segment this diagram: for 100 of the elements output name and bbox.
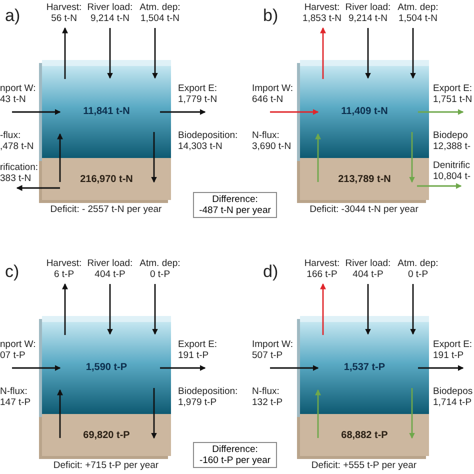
- arrow: [365, 284, 371, 335]
- flux-value: 404 t-P: [94, 269, 126, 280]
- flux-name: Atm. dep:: [140, 2, 180, 13]
- sediment-stock: 213,789 t-N: [337, 174, 392, 185]
- flux-value: 132 t-P: [252, 397, 283, 408]
- flux-name: nport W:: [0, 339, 36, 350]
- flux-name: Harvest:: [46, 2, 82, 13]
- difference-value: -160 t-P per year: [198, 455, 272, 466]
- flux-value: 12,388 t-: [433, 141, 470, 152]
- flux-value: 10,804 t-: [433, 171, 470, 182]
- flux-name: Harvest:: [304, 2, 340, 13]
- flux-name: Harvest:: [304, 258, 340, 269]
- flux-name: N-flux:: [252, 130, 280, 141]
- water-layer: [300, 60, 429, 158]
- flux-value: 191 t-P: [178, 350, 209, 361]
- sediment-stock: 69,820 t-P: [82, 430, 131, 441]
- flux-value: 1,979 t-P: [178, 397, 217, 408]
- flux-name: River load:: [87, 2, 133, 13]
- arrow: [107, 284, 113, 335]
- flux-name: Biodeposition:: [178, 386, 238, 397]
- water-stock: 1,590 t-P: [84, 362, 128, 373]
- flux-name: Biodepo: [433, 130, 468, 141]
- difference-box: [193, 192, 277, 218]
- arrow: [160, 365, 206, 371]
- arrow: [12, 365, 61, 371]
- sediment-layer: [42, 158, 171, 200]
- flux-name: rification:: [0, 162, 38, 173]
- arrow: [365, 28, 371, 79]
- flux-value: 1,779 t-N: [178, 94, 218, 105]
- water-stock: 1,537 t-P: [342, 362, 386, 373]
- flux-name: Atm. dep:: [140, 258, 180, 269]
- flux-name: River load:: [345, 258, 391, 269]
- sediment-layer: [300, 414, 429, 456]
- flux-name: nport W:: [0, 83, 36, 94]
- deficit-text: Deficit: +555 t-P per year: [311, 460, 417, 471]
- flux-name: Atm. dep:: [398, 258, 438, 269]
- flux-value: 6 t-P: [54, 269, 74, 280]
- sediment-layer: [300, 158, 429, 200]
- arrow: [320, 283, 326, 335]
- flux-name: River load:: [345, 2, 391, 13]
- flux-value: 0 t-P: [150, 269, 170, 280]
- flux-value: 9,214 t-N: [348, 13, 388, 24]
- water-stock: 11,841 t-N: [82, 106, 131, 117]
- flux-name: Export E:: [178, 339, 218, 350]
- flux-value: 1,504 t-N: [398, 13, 438, 24]
- flux-value: 43 t-N: [0, 94, 26, 105]
- flux-value: 646 t-N: [252, 94, 284, 105]
- flux-name: N-flux:: [0, 386, 28, 397]
- flux-value: 0 t-P: [408, 269, 428, 280]
- arrow: [409, 388, 415, 439]
- sediment-layer: [42, 414, 171, 456]
- arrow: [107, 28, 113, 79]
- arrow: [418, 365, 464, 371]
- panel-letter: a): [5, 6, 20, 26]
- flux-name: -flux:: [0, 130, 21, 141]
- flux-value: 1,714 t-P: [433, 397, 472, 408]
- flux-name: N-flux:: [252, 386, 280, 397]
- deficit-text: Deficit: -3044 t-N per year: [310, 204, 418, 215]
- arrow: [270, 109, 319, 115]
- deficit-text: Deficit: +715 t-P per year: [53, 460, 159, 471]
- arrow: [320, 27, 326, 79]
- arrow: [160, 109, 206, 115]
- arrow: [151, 388, 157, 439]
- arrow: [417, 183, 462, 189]
- sediment-stock: 216,970 t-N: [79, 174, 134, 185]
- sediment-stock: 68,882 t-P: [340, 430, 389, 441]
- arrow: [152, 284, 158, 335]
- flux-value: 1,504 t-N: [140, 13, 180, 24]
- flux-name: Atm. dep:: [398, 2, 438, 13]
- flux-name: Denitrific: [433, 160, 470, 171]
- flux-name: River load:: [87, 258, 133, 269]
- difference-value: -487 t-N per year: [198, 205, 272, 216]
- arrow: [62, 27, 68, 79]
- flux-name: Export E:: [433, 339, 472, 350]
- arrow: [315, 389, 321, 438]
- arrow: [315, 133, 321, 182]
- flux-name: Export E:: [178, 83, 218, 94]
- flux-value: 166 t-P: [306, 269, 338, 280]
- flux-value: 383 t-N: [0, 173, 32, 184]
- flux-value: 3,690 t-N: [252, 141, 292, 152]
- flux-value: 56 t-N: [51, 13, 77, 24]
- difference-box: [193, 442, 277, 468]
- flux-value: 1,751 t-N: [433, 94, 472, 105]
- arrow: [62, 283, 68, 335]
- flux-value: ,478 t-N: [0, 141, 34, 152]
- flux-value: 9,214 t-N: [90, 13, 130, 24]
- flux-value: 404 t-P: [352, 269, 384, 280]
- panel-letter: b): [263, 6, 278, 26]
- difference-heading: Difference:: [211, 194, 259, 205]
- arrow: [418, 109, 464, 115]
- arrow: [57, 389, 63, 438]
- flux-name: Biodepos: [433, 386, 473, 397]
- water-layer: [300, 316, 429, 414]
- arrow: [151, 132, 157, 183]
- flux-name: Harvest:: [46, 258, 82, 269]
- arrow: [409, 132, 415, 183]
- arrow: [152, 28, 158, 79]
- flux-value: 14,303 t-N: [178, 141, 222, 152]
- flux-value: 191 t-P: [433, 350, 464, 361]
- flux-name: Export E:: [433, 83, 472, 94]
